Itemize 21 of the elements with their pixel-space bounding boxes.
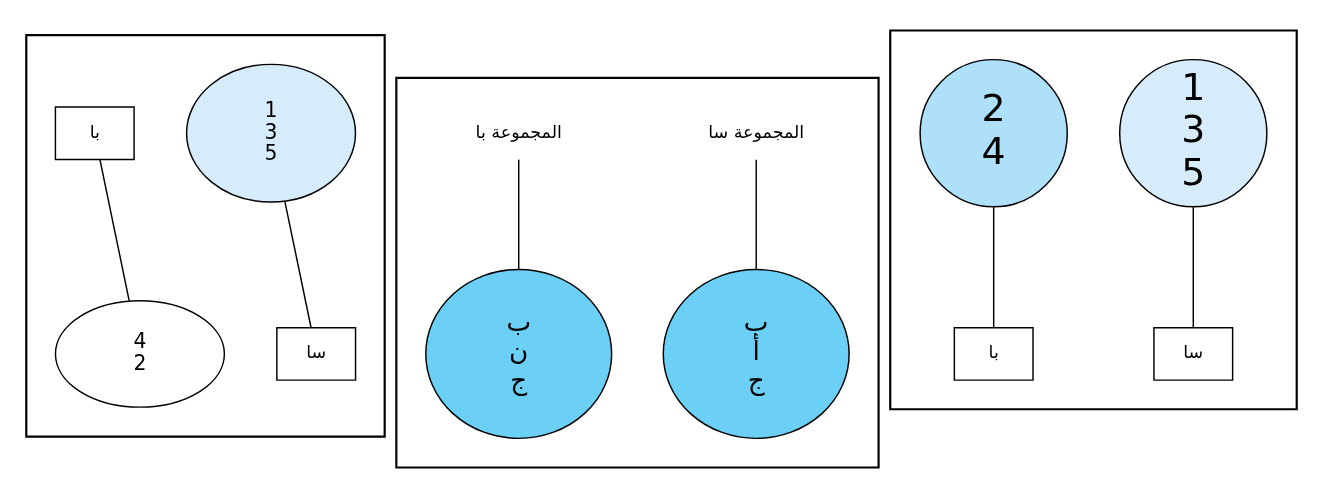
node-text: المجموعة با [475,121,562,142]
connector [99,158,130,301]
node-circle: ب ن ج [425,268,613,439]
connector [1192,205,1194,328]
node-box: با [54,105,135,160]
node-circle: ب أ ج [662,268,850,439]
cluster [395,76,880,469]
connector [755,158,757,270]
node-circle: 2 4 [919,58,1068,207]
node-ellipse: 1 3 5 [185,63,357,203]
node-circle: 1 3 5 [1118,58,1268,207]
connector [992,205,995,328]
node-ellipse: 4 2 [54,299,226,408]
node-box: سا [276,326,357,381]
cluster [889,28,1298,410]
connector [518,158,520,270]
node-box: با [953,326,1034,381]
node-box: سا [1153,326,1234,381]
connector [284,200,312,328]
node-text: المجموعة سا [708,121,805,142]
cluster [25,33,386,438]
